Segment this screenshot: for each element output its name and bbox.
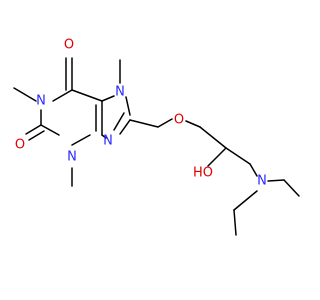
bond-oether-ch2 (185, 120, 201, 128)
molecule-structure: O O N N N N O HO N (13, 38, 300, 236)
bond-c2-o (25, 124, 42, 135)
bond-ch2-ch (199, 126, 227, 149)
bond-namine-et1 (267, 179, 285, 182)
bond-c5-n7 (101, 95, 115, 102)
bond-c8-n9 (119, 119, 131, 135)
bond-c6-n1 (52, 89, 73, 102)
bond-c2-n3 (40, 124, 60, 136)
bond-et1 (283, 179, 300, 197)
atom-n9: N (103, 134, 113, 149)
atom-o-ether: O (174, 113, 184, 128)
atom-o-left: O (15, 138, 25, 153)
bonds (13, 57, 300, 236)
bond-n3-c4 (71, 134, 91, 146)
bond-ch2-namine (249, 163, 258, 177)
atom-n3: N (67, 150, 77, 165)
bond-et2 (233, 209, 237, 236)
atom-hydroxyl: HO (193, 166, 213, 181)
bond-n7-c8 (125, 96, 131, 116)
bond-c5-c6 (71, 89, 103, 102)
bond-ch-ch2 (225, 147, 251, 165)
bond-c8-n9-double (113, 112, 125, 131)
bond-c8-ch2 (129, 119, 159, 128)
bond-namine-et2 (233, 190, 258, 211)
bond-n1-me (13, 87, 37, 102)
bond-n9-c4 (101, 134, 107, 139)
atom-o-top: O (64, 38, 74, 53)
atom-n-amine: N (257, 174, 267, 189)
atom-n1: N (36, 94, 46, 109)
atom-labels: O O N N N N O HO N (15, 38, 267, 189)
bond-ch2-oether (157, 118, 173, 128)
atom-n7: N (115, 85, 125, 100)
bond-c2-o-double (28, 130, 45, 141)
bond-ch-oh (207, 147, 227, 167)
